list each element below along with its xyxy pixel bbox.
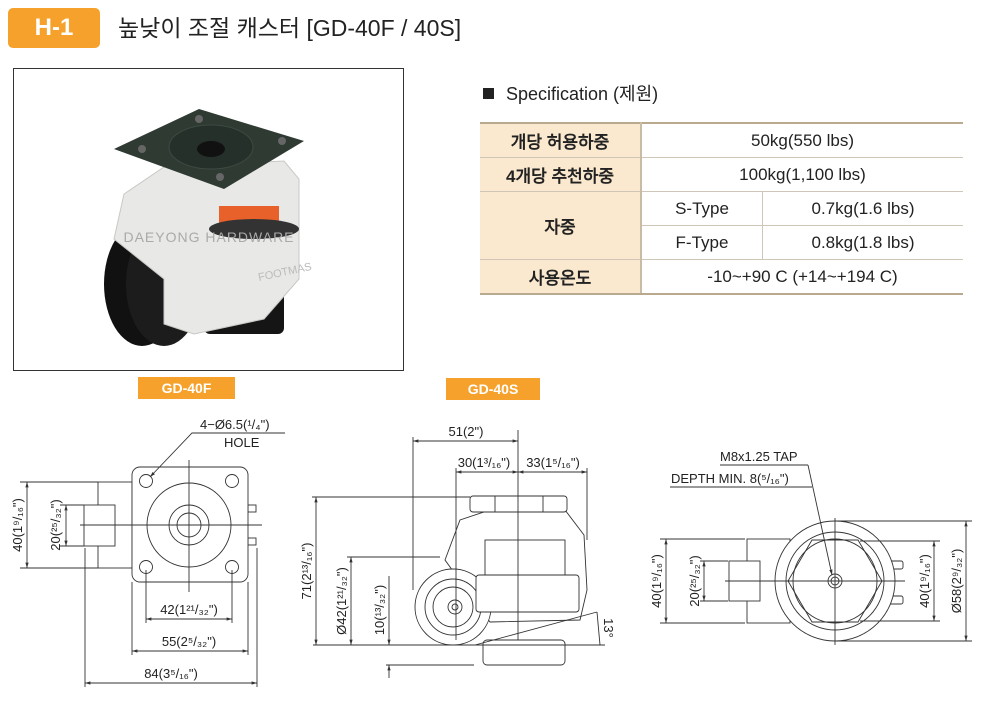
row-value: 0.7kg(1.6 lbs) (762, 191, 963, 226)
model-label-gd40s: GD-40S (446, 378, 540, 400)
section-badge: H-1 (8, 8, 100, 48)
dim-30: 30(1³/₁₆") (458, 455, 511, 470)
depth-note: DEPTH MIN. 8(⁵/₁₆") (671, 471, 789, 486)
dim-10: 10(¹³/₃₂") (372, 585, 387, 635)
table-row: 사용온도 -10~+90 C (+14~+194 C) (480, 259, 963, 295)
dim-20-bottom: 20(²⁵/₃₂") (687, 555, 702, 606)
hole-note: 4−Ø6.5(¹/₄") (200, 417, 270, 432)
dim-20: 20(²⁵/₃₂") (48, 499, 63, 550)
gd40s-drawing (312, 430, 605, 678)
dim-40: 40(1⁹/₁₆") (10, 498, 25, 552)
dim-58: Ø58(2⁹/₃₂") (949, 549, 964, 614)
dim-40-left: 40(1⁹/₁₆") (649, 554, 664, 608)
dim-71: 71(2¹³/₁₆") (299, 543, 314, 600)
bullet-square-icon (483, 87, 494, 99)
row-label: 4개당 추천하중 (480, 157, 642, 192)
table-row: F-Type 0.8kg(1.8 lbs) (480, 225, 963, 260)
spec-heading: Specification (제원) (483, 80, 658, 106)
table-row: 4개당 추천하중 100kg(1,100 lbs) (480, 157, 963, 192)
row-subtype: S-Type (641, 191, 763, 226)
dim-42: 42(1²¹/₃₂") (160, 602, 218, 617)
dim-40-right: 40(1⁹/₁₆") (917, 554, 932, 608)
dim-33: 33(1⁵/₁₆") (526, 455, 580, 470)
table-row: 개당 허용하중 50kg(550 lbs) (480, 122, 963, 158)
row-value: -10~+90 C (+14~+194 C) (641, 259, 963, 295)
tap-note: M8x1.25 TAP (720, 449, 798, 464)
row-value: 50kg(550 lbs) (641, 122, 963, 158)
dim-wheel-42: Ø42(1²¹/₃₂") (334, 567, 349, 635)
dim-angle: 13° (601, 618, 616, 638)
row-value: 100kg(1,100 lbs) (641, 157, 963, 192)
spec-heading-text: Specification (제원) (506, 84, 659, 104)
spec-table: 개당 허용하중 50kg(550 lbs) 4개당 추천하중 100kg(1,1… (480, 122, 963, 295)
page-title: 높낮이 조절 캐스터 [GD-40F / 40S] (118, 15, 462, 41)
row-label: 개당 허용하중 (480, 122, 642, 158)
row-label: 자중 (480, 191, 642, 260)
dim-55: 55(2⁵/₃₂") (162, 634, 216, 649)
watermark-logo: DAEYONG HARDWARE (123, 229, 294, 245)
row-value: 0.8kg(1.8 lbs) (762, 225, 963, 260)
row-label: 사용온도 (480, 259, 642, 295)
caster-image: DAEYONG HARDWARE FOOTMAS (104, 109, 313, 346)
model-label-gd40f: GD-40F (138, 377, 235, 399)
dim-51: 51(2") (449, 424, 484, 439)
hole-note-2: HOLE (224, 435, 260, 450)
product-photo: DAEYONG HARDWARE FOOTMAS (13, 68, 404, 371)
dim-84: 84(3⁵/₁₆") (144, 666, 198, 681)
gd40f-drawing (20, 432, 285, 687)
row-subtype: F-Type (641, 225, 763, 260)
bottom-view-drawing (660, 464, 972, 645)
table-row: 자중 S-Type 0.7kg(1.6 lbs) (480, 191, 963, 260)
